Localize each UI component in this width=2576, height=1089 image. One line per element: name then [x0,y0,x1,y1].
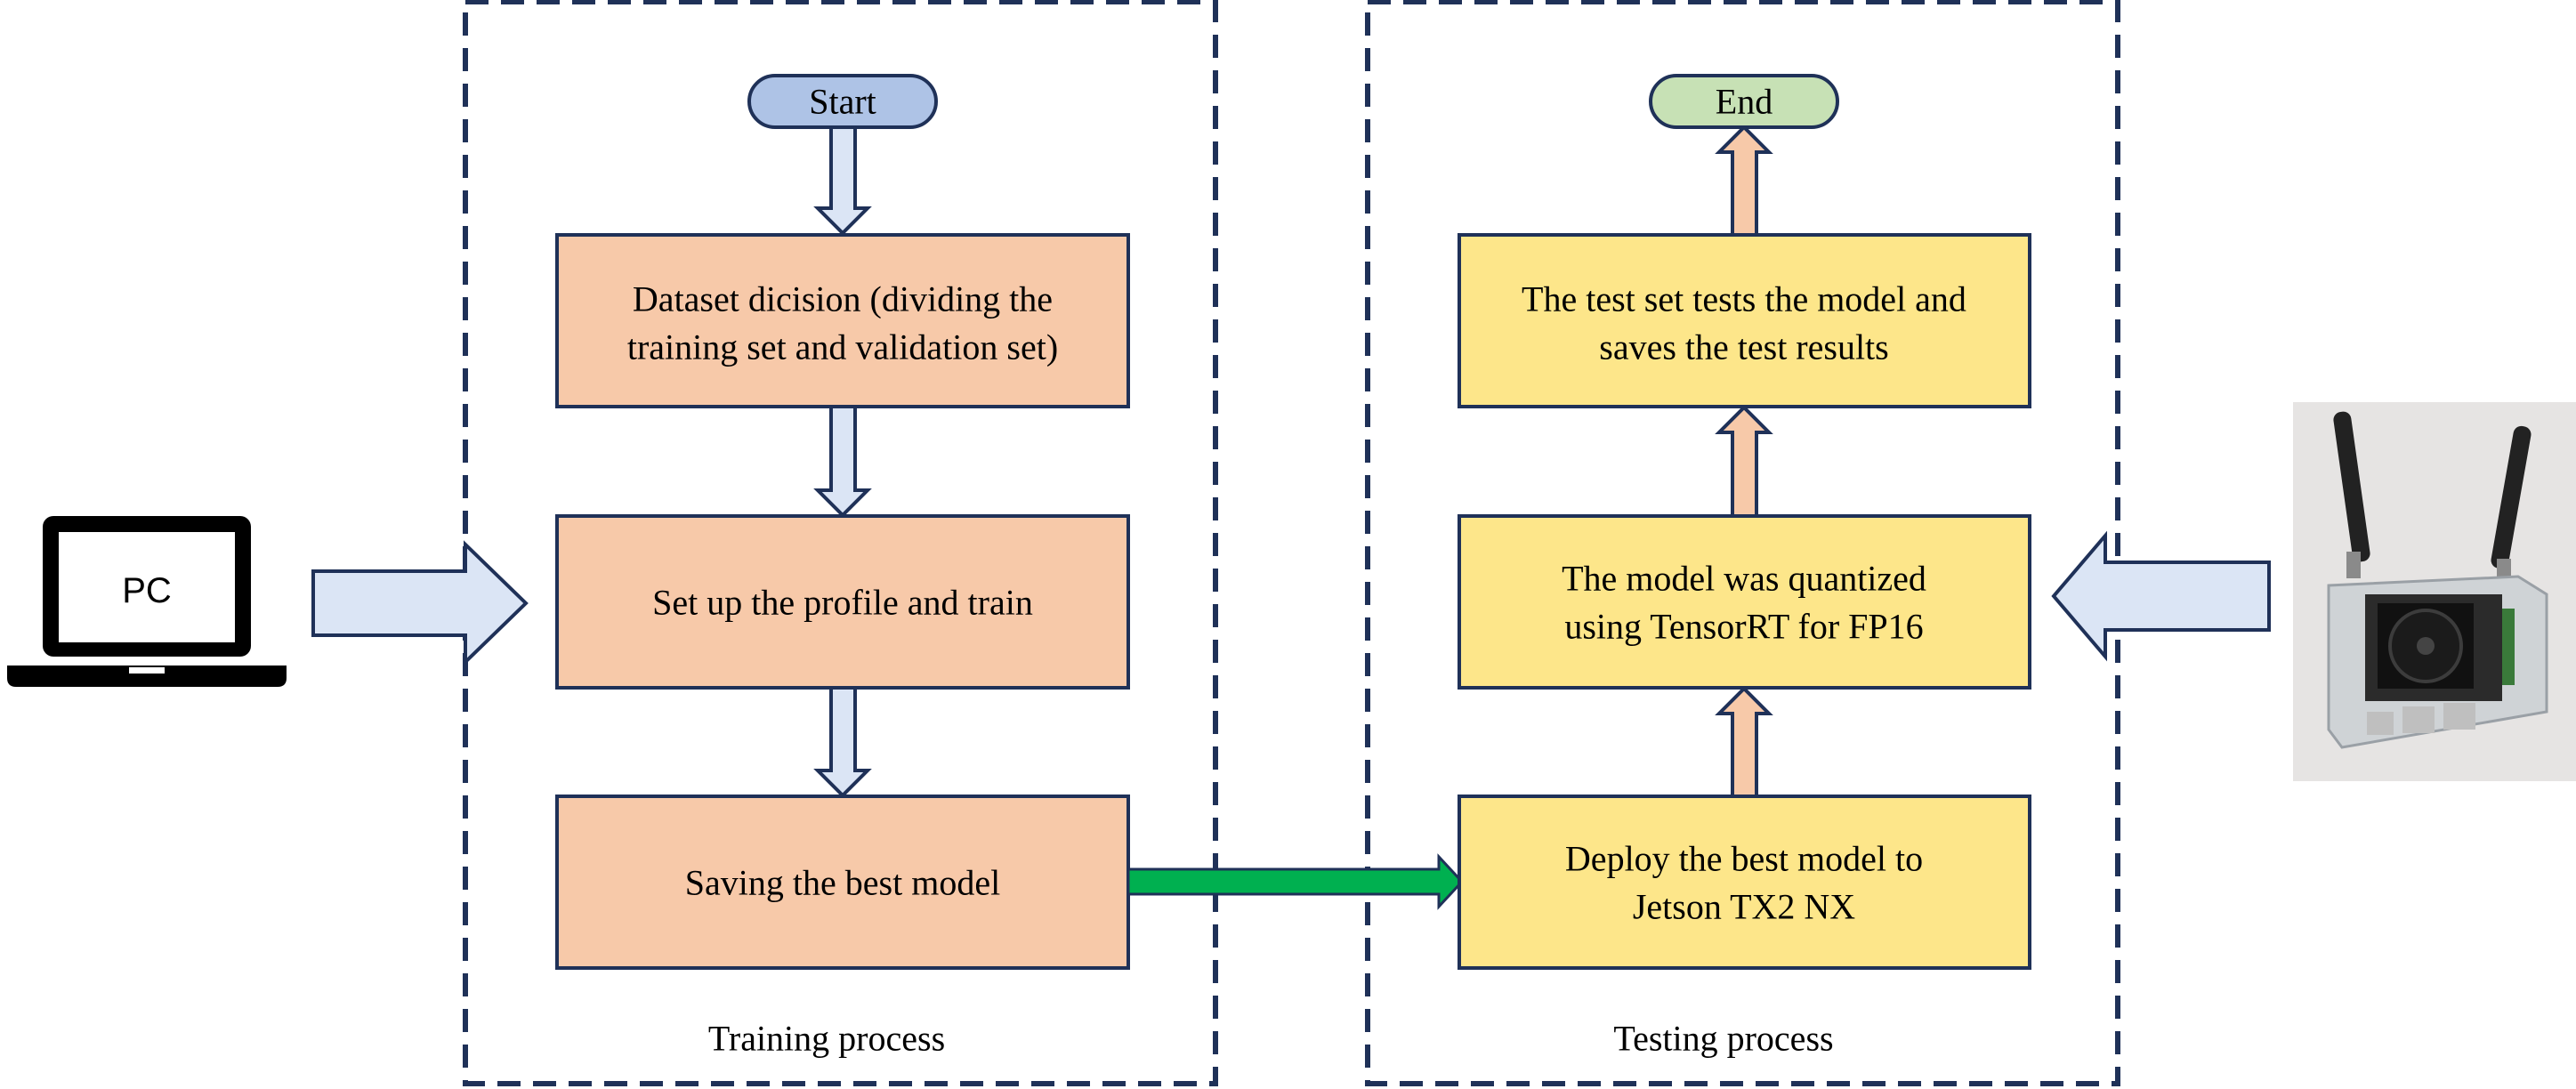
testing-process-label: Testing process [1613,1019,1833,1059]
test-results-label-line2: saves the test results [1599,327,1889,367]
arrow-up-quantize-to-test [1715,405,1773,518]
start-label: Start [809,82,876,122]
training-process-label: Training process [708,1019,945,1059]
arrow-down-train-to-save [813,686,872,798]
laptop-icon [7,516,287,687]
arrow-device-to-testing [2051,530,2271,662]
arrow-up-deploy-to-quantize [1715,686,1773,798]
dataset-division-box [555,233,1130,408]
setup-train-box [555,514,1130,690]
arrow-pc-to-training [311,540,529,666]
test-results-box [1458,233,2031,408]
training-process-frame [463,0,1218,1086]
arrow-down-start-to-dataset [813,125,872,236]
dataset-division-label-line2: training set and validation set) [627,327,1058,367]
arrow-up-test-to-end [1715,125,1773,237]
quantize-model-label-line2: using TensorRT for FP16 [1564,607,1923,647]
jetson-device-icon [2293,402,2576,781]
deploy-model-label-line2: Jetson TX2 NX [1633,887,1855,927]
quantize-model-label-line1: The model was quantized [1562,559,1926,599]
end-terminal [1649,74,1839,129]
end-label: End [1716,82,1773,122]
testing-process-frame [1365,0,2120,1086]
setup-train-label: Set up the profile and train [652,583,1033,623]
arrow-down-dataset-to-train [813,405,872,518]
quantize-model-box [1458,514,2031,690]
deploy-model-box [1458,795,2031,970]
save-best-model-box [555,795,1130,970]
test-results-label-line1: The test set tests the model and [1522,279,1966,319]
green-arrow-save-to-deploy [1126,853,1465,910]
deploy-model-label-line1: Deploy the best model to [1565,839,1923,879]
dataset-division-label-line1: Dataset dicision (dividing the [633,279,1053,319]
pc-label: PC [122,571,172,610]
save-best-model-label: Saving the best model [685,863,1000,903]
